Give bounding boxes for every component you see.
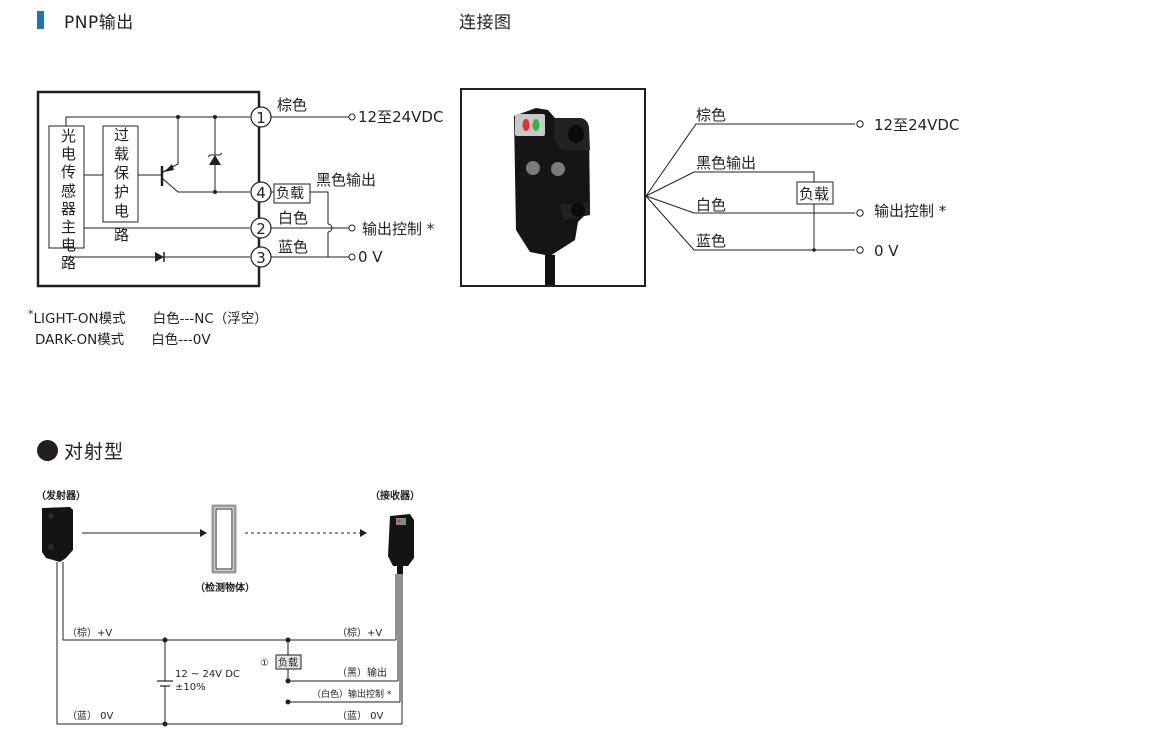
left-plus-v-label: （棕）+V	[67, 626, 112, 639]
supply-tolerance-label: ±10%	[175, 682, 206, 693]
wire-label-brown: 棕色	[696, 106, 726, 124]
light-on-note: *LIGHT-ON模式白色---NC（浮空）	[28, 307, 268, 328]
main-circuit-char: 感	[61, 182, 76, 200]
pnp-transistor-symbol	[160, 117, 250, 193]
pnp-circuit-diagram: 1 4 2 3 光 电 传 感 器 主 电 路 过 载 保 护 电 路 棕色 黑…	[36, 90, 443, 288]
overload-char: 路	[114, 226, 129, 244]
overload-char: 过	[114, 126, 129, 144]
overload-protection-box	[102, 125, 139, 223]
overload-char: 护	[114, 183, 129, 201]
right-output-label: （黑）输出	[337, 666, 387, 679]
overload-char: 电	[114, 202, 129, 220]
overload-char: 保	[114, 164, 129, 182]
bullet-dot-icon	[37, 440, 58, 461]
terminal-output-control: 输出控制 *	[874, 202, 947, 220]
terminal-supply: 12至24VDC	[358, 108, 443, 126]
sensor-main-circuit-box	[48, 125, 85, 249]
pnp-section-title: PNP输出	[64, 13, 134, 33]
right-0v-label: （蓝） 0V	[337, 710, 384, 722]
pin-number: 2	[256, 220, 266, 238]
right-control-label: （白色）输出控制 *	[312, 688, 392, 700]
terminal-output-control: 输出控制 *	[362, 220, 435, 238]
load-box	[796, 181, 834, 205]
load-label: 负载	[278, 656, 298, 669]
wire-label-black: 黑色输出	[696, 154, 756, 172]
main-circuit-char: 器	[61, 200, 76, 218]
zener-diode-symbol	[207, 117, 223, 194]
through-beam-wiring-diagram: （发射器） （接收器） （检测物体）	[36, 489, 420, 727]
receiver-sensor-image	[388, 514, 414, 574]
main-circuit-char: 电	[61, 145, 76, 163]
section-accent-bar	[37, 11, 44, 29]
connection-section-title: 连接图	[459, 13, 512, 33]
wire-label-white: 白色	[696, 196, 726, 214]
load-label: 负载	[799, 185, 829, 203]
main-circuit-char: 主	[61, 218, 76, 236]
wire-label-blue: 蓝色	[696, 232, 726, 250]
emitter-sensor-image	[42, 507, 73, 562]
terminal-0v: 0 V	[874, 242, 899, 260]
wire-label-brown: 棕色	[277, 96, 307, 114]
main-circuit-char: 电	[61, 236, 76, 254]
left-0v-label: （蓝） 0V	[67, 710, 114, 722]
object-label: （检测物体）	[195, 581, 255, 594]
connection-diagram: 棕色 黑色输出 白色 蓝色 负载 12至24VDC 输出控制 * 0 V	[460, 88, 959, 287]
supply-voltage-label: 12 ~ 24V DC	[175, 669, 240, 680]
wire-label-blue: 蓝色	[278, 238, 308, 256]
pin-number: 3	[256, 249, 266, 267]
wire-label-white: 白色	[278, 209, 308, 227]
diode-symbol	[155, 252, 165, 262]
receiver-label: （接收器）	[370, 489, 420, 502]
main-circuit-char: 路	[61, 254, 76, 272]
dark-on-note: DARK-ON模式白色---0V	[35, 332, 211, 348]
wire-label-black: 黑色输出	[316, 171, 376, 189]
main-circuit-char: 光	[61, 127, 76, 145]
load-box	[273, 183, 311, 204]
overload-char: 载	[114, 145, 129, 163]
load-label: 负载	[276, 186, 304, 202]
terminal-supply: 12至24VDC	[874, 116, 959, 134]
detected-object	[211, 504, 237, 574]
pin-number: 1	[256, 109, 266, 127]
through-beam-section-title: 对射型	[37, 437, 124, 464]
main-circuit-char: 传	[61, 163, 76, 181]
pin-number: 4	[256, 184, 266, 202]
terminal-0v: 0 V	[358, 248, 383, 266]
sensor-image	[514, 108, 590, 285]
load-marker: ①	[260, 658, 269, 669]
emitter-label: （发射器）	[36, 489, 86, 502]
right-plus-v-label: （棕）+V	[337, 626, 382, 639]
